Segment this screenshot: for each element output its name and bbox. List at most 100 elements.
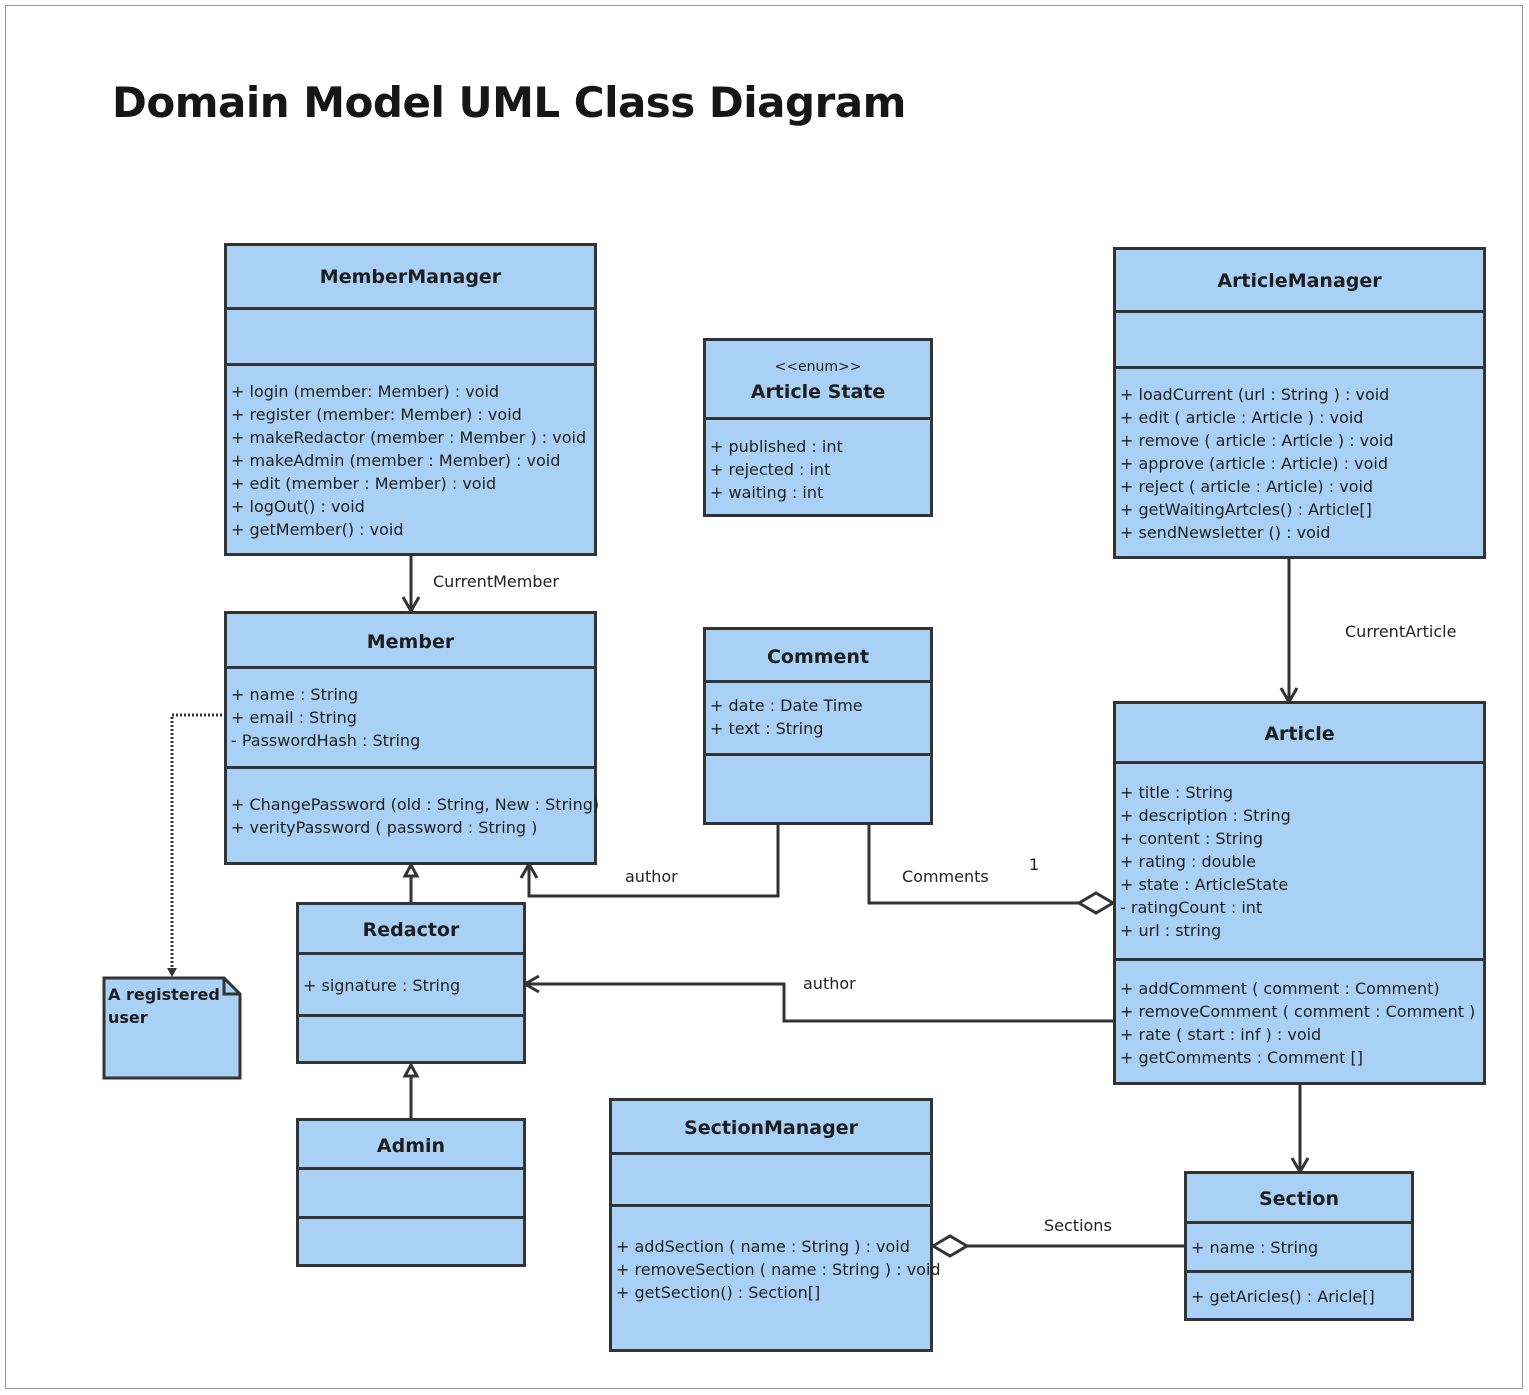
method: + approve (article : Article) : void — [1120, 454, 1389, 473]
attributes-compartment — [299, 1170, 523, 1219]
stereotype-label: <<enum>> — [774, 359, 862, 375]
methods-compartment: + loadCurrent (url : String ) : void + e… — [1116, 369, 1483, 556]
note-shape — [102, 976, 242, 1080]
diagram-title: Domain Model UML Class Diagram — [112, 78, 906, 127]
class-comment[interactable]: Comment + date : Date Time + text : Stri… — [703, 627, 933, 825]
article-author-label: author — [803, 974, 856, 993]
current-member-label: CurrentMember — [433, 572, 559, 591]
method: + getMember() : void — [231, 520, 404, 539]
note-connector-line — [170, 713, 226, 970]
enum-value: + published : int — [710, 437, 843, 456]
class-name: Redactor — [362, 919, 460, 941]
attribute: + rating : double — [1120, 852, 1256, 871]
class-name: ArticleManager — [1217, 270, 1382, 292]
class-name: Section — [1258, 1188, 1339, 1210]
sections-label: Sections — [1044, 1216, 1112, 1235]
attribute: + email : String — [231, 708, 357, 727]
comment-author-label: author — [625, 867, 678, 886]
method: + sendNewsletter () : void — [1120, 523, 1331, 542]
method: + edit (member : Member) : void — [231, 474, 497, 493]
methods-compartment: + getAricles() : Aricle[] — [1187, 1273, 1411, 1318]
attribute: + content : String — [1120, 829, 1264, 848]
method: + getSection() : Section[] — [616, 1283, 821, 1302]
method: + register (member: Member) : void — [231, 405, 522, 424]
attributes-compartment: + date : Date Time + text : String — [706, 683, 930, 756]
comments-line — [867, 823, 1079, 905]
method: + edit ( article : Article ) : void — [1120, 408, 1364, 427]
method: + makeRedactor (member : Member ) : void — [231, 428, 587, 447]
method: + ChangePassword (old : String, New : St… — [231, 795, 600, 814]
class-article-state[interactable]: <<enum>> Article State + published : int… — [703, 338, 933, 517]
attributes-compartment: + title : String + description : String … — [1116, 764, 1483, 961]
class-name: Comment — [766, 646, 870, 668]
method: + login (member: Member) : void — [231, 382, 500, 401]
attribute: + description : String — [1120, 806, 1291, 825]
methods-compartment: + login (member: Member) : void + regist… — [227, 366, 594, 553]
methods-compartment: + ChangePassword (old : String, New : St… — [227, 769, 599, 862]
attribute: - ratingCount : int — [1120, 898, 1263, 917]
class-member[interactable]: Member + name : String + email : String … — [224, 611, 599, 865]
method: + addComment ( comment : Comment) — [1120, 979, 1440, 998]
class-name: Member — [366, 631, 455, 653]
attributes-compartment — [612, 1155, 930, 1207]
methods-compartment: + addSection ( name : String ) : void + … — [612, 1207, 941, 1349]
admin-generalization-head — [402, 1061, 420, 1078]
class-redactor[interactable]: Redactor + signature : String — [296, 902, 526, 1064]
class-member-manager[interactable]: MemberManager + login (member: Member) :… — [224, 243, 597, 556]
class-name: SectionManager — [684, 1117, 858, 1139]
comments-diamond — [1076, 891, 1116, 915]
note-text: A registered user — [108, 985, 220, 1027]
note-fold — [222, 978, 240, 996]
enum-value: + waiting : int — [710, 483, 824, 502]
method: + loadCurrent (url : String ) : void — [1120, 385, 1390, 404]
attributes-compartment: + published : int + rejected : int + wai… — [706, 420, 930, 514]
method: + logOut() : void — [231, 497, 365, 516]
method: + rate ( start : inf ) : void — [1120, 1025, 1322, 1044]
attribute: + url : string — [1120, 921, 1222, 940]
method: + getWaitingArtcles() : Article[] — [1120, 500, 1372, 519]
attributes-compartment: + name : String — [1187, 1224, 1411, 1273]
sections-diamond — [930, 1234, 970, 1258]
note-connector-arrowhead — [167, 968, 177, 977]
redactor-generalization-head — [402, 861, 420, 878]
class-name: Admin — [376, 1135, 446, 1157]
attribute: + name : String — [1191, 1238, 1319, 1257]
method: + makeAdmin (member : Member) : void — [231, 451, 561, 470]
attribute: + title : String — [1120, 783, 1234, 802]
attribute: + state : ArticleState — [1120, 875, 1289, 894]
attribute: + date : Date Time — [710, 696, 863, 715]
class-article[interactable]: Article + title : String + description :… — [1113, 701, 1486, 1085]
attribute: + signature : String — [303, 976, 461, 995]
methods-compartment: + addComment ( comment : Comment) + remo… — [1116, 961, 1483, 1082]
method: + addSection ( name : String ) : void — [616, 1237, 910, 1256]
class-section-manager[interactable]: SectionManager + addSection ( name : Str… — [609, 1098, 941, 1352]
attributes-compartment — [227, 310, 594, 366]
attributes-compartment: + name : String + email : String - Passw… — [227, 669, 594, 769]
class-article-manager[interactable]: ArticleManager + loadCurrent (url : Stri… — [1113, 247, 1486, 559]
class-section[interactable]: Section + name : String + getAricles() :… — [1184, 1171, 1414, 1321]
current-article-label: CurrentArticle — [1345, 622, 1457, 641]
attribute: - PasswordHash : String — [231, 731, 421, 750]
attributes-compartment: + signature : String — [299, 955, 523, 1017]
enum-value: + rejected : int — [710, 460, 831, 479]
comments-multiplicity-label: 1 — [1029, 855, 1040, 874]
class-admin[interactable]: Admin — [296, 1118, 526, 1267]
comments-label: Comments — [902, 867, 989, 886]
method: + removeSection ( name : String ) : void — [616, 1260, 941, 1279]
methods-compartment — [299, 1219, 523, 1264]
methods-compartment — [706, 756, 930, 822]
attribute: + text : String — [710, 719, 824, 738]
method: + reject ( article : Article) : void — [1120, 477, 1374, 496]
method: + verityPassword ( password : String ) — [231, 818, 538, 837]
article-author-line — [527, 982, 1113, 1023]
methods-compartment — [299, 1017, 523, 1061]
diagram-canvas — [5, 5, 1523, 1389]
method: + remove ( article : Article ) : void — [1120, 431, 1394, 450]
attribute: + name : String — [231, 685, 359, 704]
method: + removeComment ( comment : Comment ) — [1120, 1002, 1476, 1021]
comment-author-line — [527, 823, 780, 898]
method: + getAricles() : Aricle[] — [1191, 1287, 1375, 1306]
class-name: MemberManager — [319, 266, 502, 288]
class-name: Article — [1264, 723, 1335, 745]
